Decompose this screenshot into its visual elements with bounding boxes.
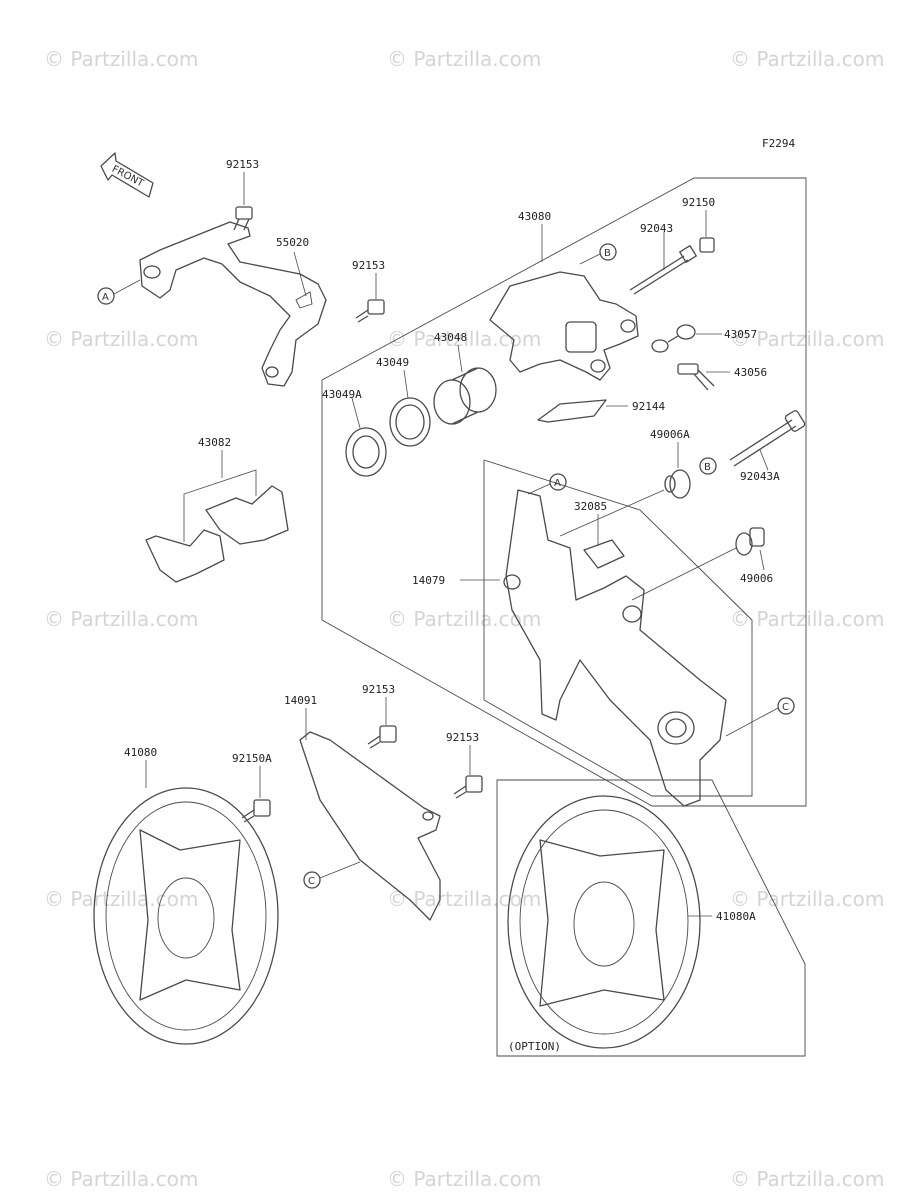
part-label-92150a: 92150A bbox=[232, 752, 272, 765]
part-label-55020: 55020 bbox=[276, 236, 309, 249]
watermark: © Partzilla.com bbox=[730, 607, 884, 631]
watermark: © Partzilla.com bbox=[44, 1167, 198, 1191]
part-label-43049: 43049 bbox=[376, 356, 409, 369]
figure-code: F2294 bbox=[762, 137, 795, 150]
part-label-49006: 49006 bbox=[740, 572, 773, 585]
watermark: © Partzilla.com bbox=[44, 887, 198, 911]
brake-pads-43082 bbox=[145, 485, 289, 583]
seal-43049 bbox=[389, 397, 431, 447]
watermark: © Partzilla.com bbox=[44, 607, 198, 631]
boot-49006 bbox=[735, 527, 765, 556]
watermark: © Partzilla.com bbox=[387, 47, 541, 71]
watermark: © Partzilla.com bbox=[387, 1167, 541, 1191]
seal-43049a bbox=[345, 427, 387, 477]
part-label-43049a: 43049A bbox=[322, 388, 362, 401]
caliper-43080 bbox=[489, 271, 639, 381]
brake-disc-41080 bbox=[93, 787, 279, 1045]
part-label-92153: 92153 bbox=[226, 158, 259, 171]
option-disc-frame bbox=[496, 779, 806, 1057]
callout-a: A bbox=[102, 292, 109, 303]
watermark: © Partzilla.com bbox=[44, 327, 198, 351]
part-label-43080: 43080 bbox=[518, 210, 551, 223]
watermark: © Partzilla.com bbox=[387, 887, 541, 911]
pin-92043 bbox=[629, 245, 697, 295]
callout-c: C bbox=[782, 702, 789, 713]
bleeder-valve-43056 bbox=[677, 363, 715, 391]
bolt-92153-guard2 bbox=[453, 775, 483, 799]
part-label-43082: 43082 bbox=[198, 436, 231, 449]
brake-disc-41080a bbox=[507, 795, 701, 1049]
callout-a: A bbox=[554, 478, 561, 489]
watermark: © Partzilla.com bbox=[730, 887, 884, 911]
watermark: © Partzilla.com bbox=[387, 607, 541, 631]
watermark: © Partzilla.com bbox=[730, 327, 884, 351]
part-label-43056: 43056 bbox=[734, 366, 767, 379]
part-label-92153: 92153 bbox=[362, 683, 395, 696]
piston-43048 bbox=[433, 367, 497, 425]
plug-92150 bbox=[699, 237, 715, 253]
callout-c: C bbox=[308, 876, 315, 887]
part-label-92150: 92150 bbox=[682, 196, 715, 209]
spring-92144 bbox=[537, 399, 607, 423]
option-label: (OPTION) bbox=[508, 1040, 561, 1053]
watermark: © Partzilla.com bbox=[730, 47, 884, 71]
callout-b: B bbox=[604, 248, 611, 259]
part-label-92043a: 92043A bbox=[740, 470, 780, 483]
caliper-bracket-14079 bbox=[503, 489, 727, 807]
part-label-43057: 43057 bbox=[724, 328, 757, 341]
part-label-43048: 43048 bbox=[434, 331, 467, 344]
disc-guard-14091 bbox=[299, 731, 441, 921]
part-label-41080a: 41080A bbox=[716, 910, 756, 923]
front-arrow-icon: FRONT bbox=[100, 152, 154, 198]
callout-b: B bbox=[704, 462, 711, 473]
part-label-92144: 92144 bbox=[632, 400, 665, 413]
part-label-14079: 14079 bbox=[412, 574, 445, 587]
watermark: © Partzilla.com bbox=[730, 1167, 884, 1191]
part-label-92153: 92153 bbox=[352, 259, 385, 272]
bolt-92153-bracket bbox=[355, 299, 385, 323]
bolt-92153-guard bbox=[367, 725, 397, 749]
part-label-49006a: 49006A bbox=[650, 428, 690, 441]
part-label-92043: 92043 bbox=[640, 222, 673, 235]
part-label-32085: 32085 bbox=[574, 500, 607, 513]
boot-49006a bbox=[664, 469, 691, 499]
pin-92043a bbox=[729, 410, 806, 467]
part-label-14091: 14091 bbox=[284, 694, 317, 707]
watermark-layer: © Partzilla.com © Partzilla.com © Partzi… bbox=[44, 47, 884, 1191]
caliper-assembly-frame bbox=[321, 177, 807, 807]
part-label-41080: 41080 bbox=[124, 746, 157, 759]
bleeder-cap-43057 bbox=[651, 324, 696, 353]
bracket-subassembly-frame bbox=[483, 459, 753, 797]
watermark: © Partzilla.com bbox=[44, 47, 198, 71]
part-label-92153: 92153 bbox=[446, 731, 479, 744]
pad-spring-32085 bbox=[583, 539, 625, 569]
